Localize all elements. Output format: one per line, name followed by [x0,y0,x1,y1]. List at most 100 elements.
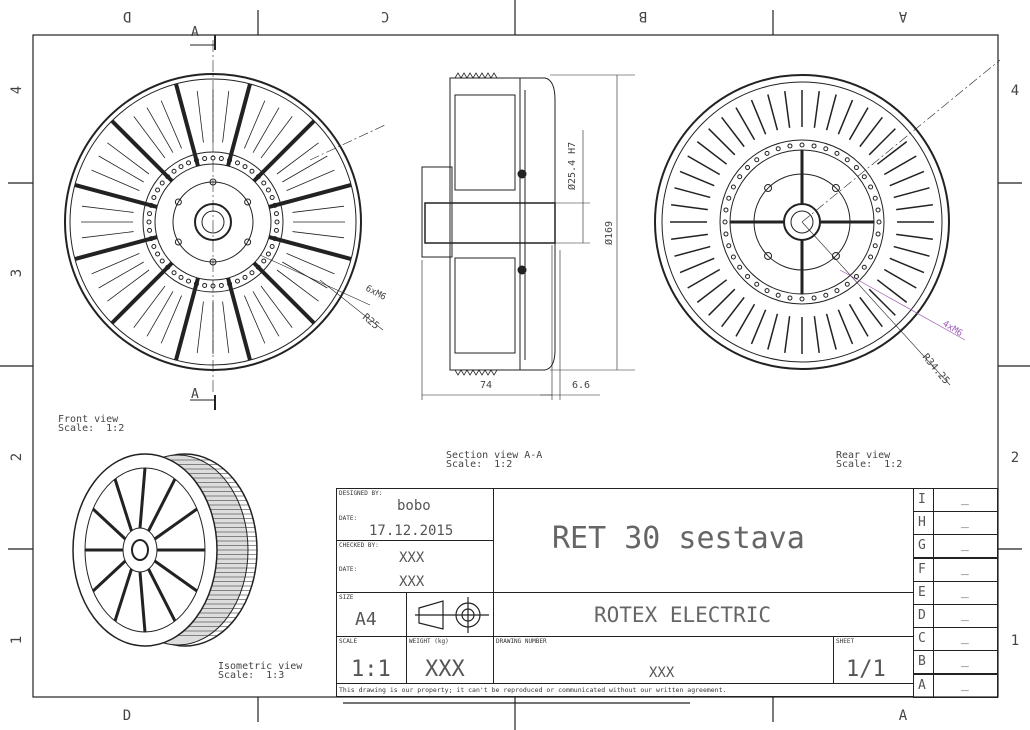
rear-fin [687,268,721,289]
revision-value: _ [961,653,969,669]
rear-fin [813,316,820,353]
isometric-spoke [153,559,198,593]
rear-fin [896,233,933,240]
rear-bearing-ball [823,146,829,152]
rear-bearing-ball [787,143,793,149]
front-spoke [74,235,158,261]
checked-by-cell: CHECKED BY: XXX DATE: XXX [336,540,494,593]
property-notice: This drawing is our property; it can't b… [339,686,727,694]
rear-fin [696,141,728,165]
revision-letter-cell: F [913,557,934,582]
drawing-number-cell: DRAWING NUMBER XXX [493,636,834,684]
front-slot [244,100,266,149]
rear-bearing-ball [875,207,881,213]
rear-bearing-ball [726,195,732,201]
revision-value: _ [961,537,969,553]
front-bearing-ball [234,160,240,166]
front-spoke [110,119,174,183]
front-bearing-ball [255,174,261,180]
front-bearing-ball [147,227,153,233]
front-bearing-ball [249,168,255,174]
revision-letter-cell: I [913,488,934,512]
design-date-value: 17.12.2015 [369,523,454,539]
rear-bearing-ball [722,219,728,225]
rear-fin [896,204,933,211]
rear-mounting-hole [831,251,840,260]
rear-fin [889,257,925,274]
rear-bearing-ball [861,174,867,180]
revision-value-cell: _ [933,650,998,675]
revision-letter: H [918,515,926,531]
rear-fin [848,303,869,337]
front-bearing-ball [255,264,261,270]
front-spoke [252,261,316,325]
front-bearing-ball [193,157,199,163]
rear-view [654,59,1001,386]
front-bearing-ball [227,281,233,287]
rear-bearing-ball [834,288,840,294]
front-slot [282,261,328,289]
rear-bearing-ball [861,264,867,270]
rear-bearing-ball [834,150,840,156]
section-view-scale: Scale: 1:2 [446,459,513,470]
revision-letter-cell: B [913,650,934,675]
rear-fin [893,245,930,257]
rear-fin [837,309,854,345]
rear-fin [708,128,736,156]
front-bearing-ball [269,195,275,201]
revision-value: _ [961,583,969,599]
rear-fin [721,296,745,328]
zone-label-right-4: 4 [1011,83,1019,99]
revision-letter-cell: C [913,627,934,652]
checked-by-value: XXX [399,550,425,566]
rear-fin [825,94,837,131]
designed-by-label: DESIGNED BY: [339,490,383,497]
isometric-spoke [147,568,177,622]
front-bearing-ball [155,251,161,257]
size-value: A4 [355,609,377,630]
rear-dim-radius: R34.25 [920,352,952,387]
scale-value: 1:1 [351,657,391,682]
front-mounting-hole [174,198,182,206]
designed-by-value: bobo [397,498,431,514]
rear-fin [750,309,767,345]
isometric-spoke [92,507,127,541]
isometric-spoke [138,571,147,633]
front-bearing-ball [274,219,280,225]
revision-letter: E [918,584,926,600]
rear-fin [767,94,779,131]
front-slot [146,291,174,337]
front-bearing-ball [159,180,165,186]
scale-cell: SCALE 1:1 [336,636,407,684]
front-view-title: Front view [58,414,119,425]
rear-bearing-ball [872,195,878,201]
revision-value-cell: _ [933,580,998,605]
rear-fin [813,91,820,128]
front-bearing-ball [171,168,177,174]
front-mounting-hole [209,258,217,266]
check-date-value: XXX [399,574,425,590]
isometric-view-scale: Scale: 1:3 [218,670,285,681]
company-name: ROTEX ELECTRIC [594,603,772,627]
checked-by-label: CHECKED BY: [339,542,379,549]
front-mounting-hole [244,198,252,206]
revision-letter: B [918,654,926,670]
rear-bearing-ball [764,150,770,156]
revision-value: _ [961,560,969,576]
rear-bearing-ball [764,288,770,294]
rear-fin [893,187,930,199]
size-cell: SIZE A4 [336,592,407,637]
front-slot [244,295,266,344]
rear-fin [825,313,837,350]
third-angle-projection-icon [415,597,489,633]
rear-fin [735,107,756,141]
rear-bearing-ball [737,264,743,270]
front-bearing-ball [165,264,171,270]
front-slot [91,253,140,275]
rear-fin [735,303,756,337]
zone-label-top-b: B [639,8,647,24]
front-slot [292,231,345,239]
projection-cell [406,592,494,637]
front-dim-radius: R25 [360,312,381,332]
rear-bearing-ball [775,146,781,152]
